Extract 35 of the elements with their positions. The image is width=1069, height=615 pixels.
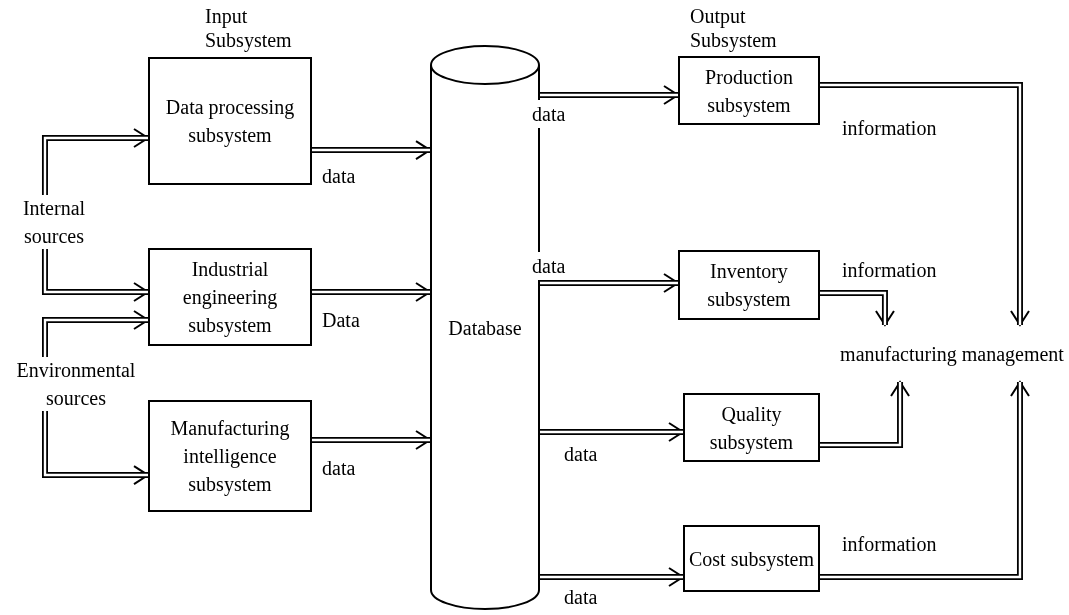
process-box xyxy=(148,248,312,346)
node-label: Quality subsystem xyxy=(708,401,795,456)
node-label: Manufacturing intelligence subsystem xyxy=(169,416,291,498)
process-box xyxy=(678,250,820,320)
double-arrow xyxy=(42,411,149,486)
double-arrow xyxy=(820,82,1030,326)
node-label: Environmental sources xyxy=(15,358,137,411)
process-box xyxy=(148,57,312,185)
process-box xyxy=(683,525,820,592)
double-arrow xyxy=(820,381,911,449)
node-label: Cost subsystem xyxy=(689,546,814,573)
process-box xyxy=(683,393,820,462)
double-arrow xyxy=(820,381,1030,580)
double-arrow xyxy=(312,430,431,450)
section-heading: Output Subsystem xyxy=(690,4,778,52)
process-box xyxy=(678,56,820,125)
double-arrow xyxy=(540,85,679,105)
double-arrow xyxy=(42,249,149,302)
node-label: Production subsystem xyxy=(704,64,794,119)
double-arrow xyxy=(540,272,679,293)
node-label: Inventory subsystem xyxy=(706,259,792,313)
node-label: manufacturing management xyxy=(840,341,1064,368)
node-label: Industrial engineering subsystem xyxy=(181,257,279,339)
node-label: Internal sources xyxy=(21,196,87,249)
double-arrow xyxy=(820,290,895,326)
double-arrow xyxy=(312,282,431,302)
double-arrow xyxy=(540,567,684,587)
double-arrow xyxy=(42,128,149,195)
section-heading: Input Subsystem xyxy=(205,4,293,52)
double-arrow xyxy=(312,140,431,161)
node-label: Data processing subsystem xyxy=(164,95,296,149)
process-box xyxy=(148,400,312,512)
node-label: Database xyxy=(448,315,522,341)
double-arrow xyxy=(540,422,684,442)
double-arrow xyxy=(42,310,149,357)
